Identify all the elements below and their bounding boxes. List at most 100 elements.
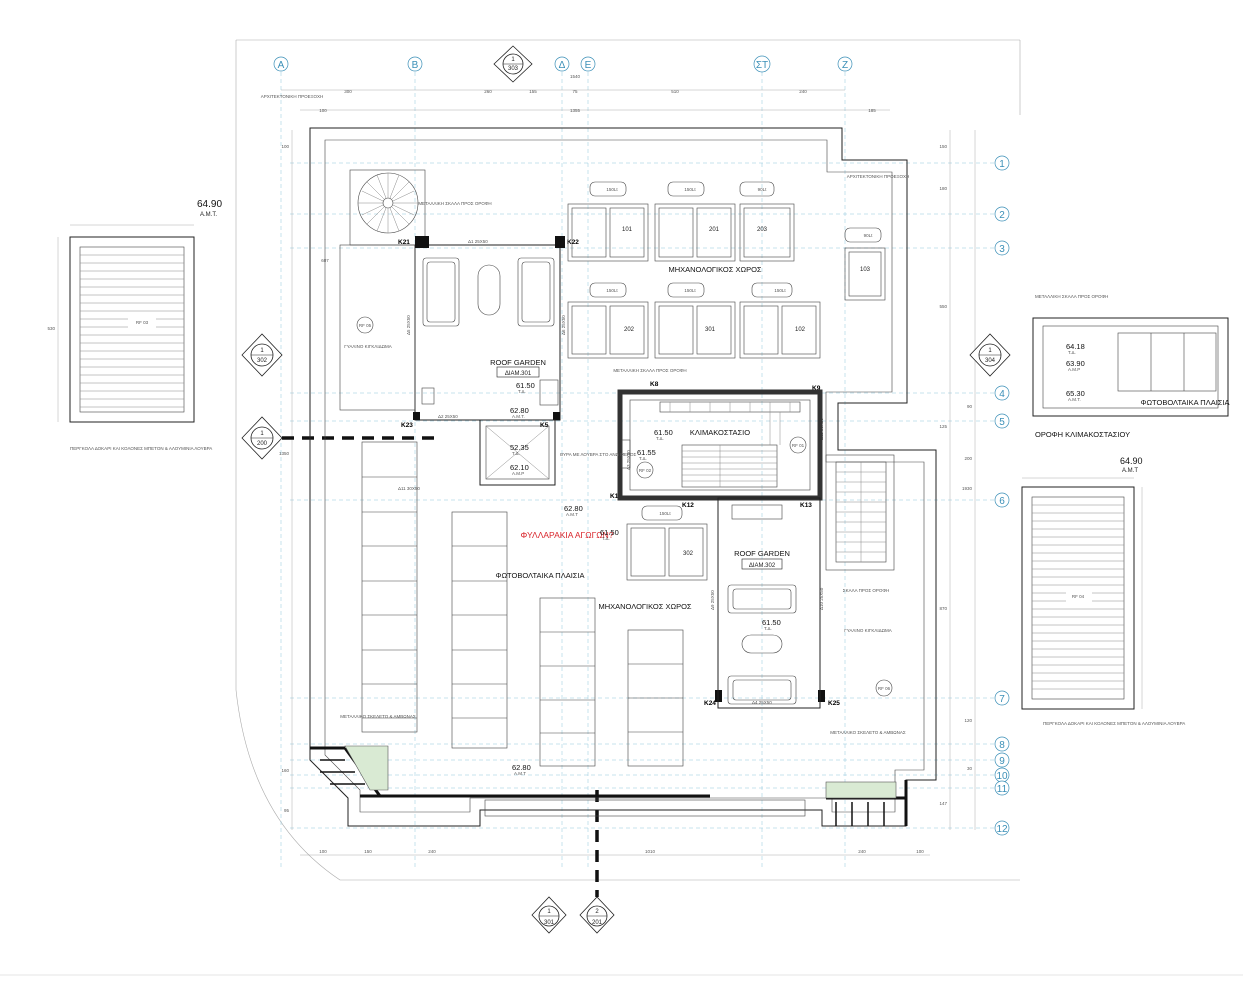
tank-6: 150Lt (684, 288, 696, 293)
dim-left-6: 95 (284, 808, 290, 813)
dim-right-4: 90 (967, 404, 973, 409)
dim-right-9: 120 (964, 718, 972, 723)
elev-k5: 62.80 (510, 406, 529, 415)
mech-room-top: ΜΗΧΑΝΟΛΟΓΙΚΟΣ ΧΩΡΟΣ (668, 265, 761, 274)
dim-bottom-1: 100 (319, 849, 327, 854)
stair-to-roof: ΣΚΑΛΑ ΠΡΟΣ ΟΡΟΦΗ ΓΥΑΛΙΝΟ ΚΙΓΚΛΙΔΩΜΑ (825, 454, 895, 633)
elev-rg1-label: Τ.Δ. (518, 389, 526, 394)
pergola-left: RF 03 530 64.90 A.M.T. ΠΕΡΓΚΟΛΑ ΔΟΚΑΡΙ Κ… (47, 199, 222, 451)
elev-red-amt: 62.80 (564, 504, 583, 513)
elev-red-td: 61.50 (600, 528, 619, 537)
grid-label-e: E (585, 60, 592, 71)
elev-red-amt-label: A.M.T (566, 512, 578, 517)
section-marker-304[interactable]: 1 304 (969, 333, 1011, 377)
beam-d2: Δ2 25X50 (438, 414, 458, 419)
elev-door-label: Τ.Δ. (639, 456, 647, 461)
dim-left-pergola: 530 (47, 326, 55, 331)
grid-label-11: 11 (997, 784, 1008, 795)
beam-d6: Δ6 25X50 (561, 315, 566, 335)
rf-tags: RF 05 RF 01 RF 02 RF 06 (356, 316, 893, 697)
section-301-num: 1 (547, 909, 551, 915)
grid-label-4: 4 (999, 389, 1005, 400)
mech-units: 101 201 203 103 202 301 102 302 (567, 203, 886, 581)
stairwell-roof-plan: ΜΕΤΑΛΛΙΚΗ ΣΚΑΛΑ ΠΡΟΣ ΟΡΟΦΗ ΦΩΤΟΒΟΛΤΑΙΚΑ … (1032, 294, 1230, 439)
dim-right-6: 1930 (962, 486, 973, 491)
elev-amt-right-label: A.M.T (1122, 468, 1138, 474)
grid-letter-bubbles: A B Δ E ΣΤ Z (273, 55, 853, 73)
unit-101: 101 (622, 227, 633, 233)
section-marker-201[interactable]: 2 201 (579, 790, 615, 934)
unit-302: 302 (683, 551, 694, 557)
pergola-right-label: ΠΕΡΓΚΟΛΑ ΔΟΚΑΡΙ ΚΑΙ ΚΟΛΟΝΕΣ ΜΠΕΤΟΝ & ΑΛΟ… (1043, 721, 1185, 726)
beam-d4: Δ4 25X50 (752, 700, 772, 705)
stairwell-roof-label: ΟΡΟΦΗ ΚΛΙΜΑΚΟΣΤΑΣΙΟΥ (1035, 430, 1130, 439)
section-markers: 1 303 1 302 1 304 1 200 (241, 45, 1011, 934)
dim-second-1: 100 (319, 108, 327, 113)
dim-right-2: 180 (939, 186, 947, 191)
grid-label-9: 9 (999, 756, 1005, 767)
tank-1: 150Lt (606, 187, 618, 192)
mech-space-bottom-label: ΜΗΧΑΝΟΛΟΓΙΚΟΣ ΧΩΡΟΣ (598, 602, 691, 611)
glass-rail-left-label: ΓΥΑΛΙΝΟ ΚΙΓΚΛΙΔΩΜΑ (344, 344, 392, 349)
metal-ladder-roof-label: ΜΕΤΑΛΛΙΚΗ ΣΚΑΛΑ ΠΡΟΣ ΟΡΟΦΗ (1035, 294, 1108, 299)
tank-8: 150Lt (659, 511, 671, 516)
roof-garden-302-apt: ΔΙΑΜ.302 (749, 563, 776, 569)
rf-tag-03: RF 03 (136, 320, 149, 325)
grid-label-1: 1 (999, 159, 1005, 170)
column-k24: K24 (704, 700, 716, 707)
grid-label-6: 6 (999, 496, 1005, 507)
elev-amt-left: 64.90 (197, 199, 222, 210)
column-k22: K22 (567, 239, 579, 246)
elev-bottom-label: A.M.T (514, 771, 526, 776)
column-k8: K8 (650, 381, 659, 388)
elev-amt-right: 64.90 (1120, 456, 1143, 466)
dim-right-11: 147 (939, 801, 947, 806)
elev-rg1: 61.50 (516, 381, 535, 390)
section-marker-303[interactable]: 1 303 (493, 45, 533, 83)
pergola-left-label: ΠΕΡΓΚΟΛΑ ΔΟΚΑΡΙ ΚΑΙ ΚΟΛΟΝΕΣ ΜΠΕΤΟΝ & ΑΛΟ… (70, 446, 212, 451)
section-marker-200[interactable]: 1 200 (241, 416, 440, 460)
elev-roof3-label: A.M.T. (1068, 397, 1081, 402)
spiral-staircase (349, 169, 426, 246)
beam-d1: Δ1 25X50 (468, 239, 488, 244)
stairwell-label: ΚΛΙΜΑΚΟΣΤΑΣΙΟ (690, 428, 750, 437)
dim-top-3: 155 (529, 89, 537, 94)
stair-to-roof-label: ΣΚΑΛΑ ΠΡΟΣ ΟΡΟΦΗ (843, 588, 889, 593)
pv-panels-roof-label: ΦΩΤΟΒΟΛΤΑΙΚΑ ΠΛΑΙΣΙΑ (1140, 398, 1229, 407)
grid-label-10: 10 (996, 771, 1008, 782)
dim-top-total: 1540 (570, 74, 581, 79)
grid-label-12: 12 (996, 824, 1008, 835)
section-marker-301[interactable]: 1 301 (531, 896, 567, 934)
dim-right-3: 550 (939, 304, 947, 309)
column-k23: K23 (401, 422, 413, 429)
grid-number-bubbles: 1 2 3 4 5 6 7 8 9 10 11 12 (994, 155, 1010, 836)
unit-102: 102 (795, 327, 806, 333)
dim-right-7: 200 (964, 456, 972, 461)
dim-top-2: 260 (484, 89, 492, 94)
parapet-walls (310, 746, 908, 826)
elev-shaft-top-label: Τ.Δ. (512, 451, 520, 456)
elev-bottom: 62.80 (512, 763, 531, 772)
rf-tag-02: RF 02 (639, 468, 652, 473)
dim-bottom-5: 240 (858, 849, 866, 854)
pv-panels-main: ΦΩΤΟΒΟΛΤΑΙΚΑ ΠΛΑΙΣΙΑ (361, 441, 684, 767)
red-note: ΦΥΛΛΑΡΑΚΙΑ ΑΓΩΓΩΝ? 62.80 A.M.T 61.50 Τ.Δ… (520, 504, 618, 541)
dim-second-3: 185 (868, 108, 876, 113)
unit-202: 202 (624, 327, 635, 333)
rf-tag-04: RF 04 (1072, 594, 1085, 599)
dim-bottom-3: 240 (428, 849, 436, 854)
dim-top-5: 510 (671, 89, 679, 94)
elev-amt-left-label: A.M.T. (200, 212, 217, 218)
dim-second-2: 1355 (570, 108, 581, 113)
section-marker-302[interactable]: 1 302 (241, 333, 283, 377)
elev-stair-label: Τ.Δ. (656, 436, 664, 441)
grid-label-st: ΣΤ (756, 60, 768, 71)
arch-projection-right-label: ΑΡΧΙΤΕΚΤΟΝΙΚΗ ΠΡΟΕΞΟΧΗ (847, 174, 910, 179)
section-201-sheet: 201 (592, 920, 603, 926)
column-k11: K11 (610, 493, 622, 500)
pv-panels-label: ΦΩΤΟΒΟΛΤΑΙΚΑ ΠΛΑΙΣΙΑ (495, 571, 584, 580)
arch-projection-top-label: ΑΡΧΙΤΕΚΤΟΝΙΚΗ ΠΡΟΕΞΟΧΗ (261, 94, 324, 99)
beam-d8: Δ9 25X50 (710, 590, 715, 610)
dim-right-10: 30 (967, 766, 973, 771)
